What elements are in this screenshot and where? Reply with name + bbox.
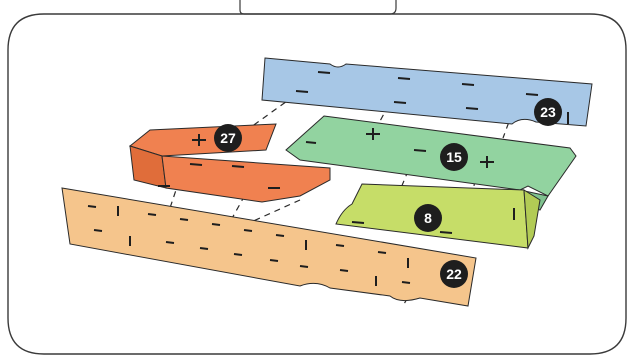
- badge-23: 23: [534, 98, 562, 126]
- badge-22: 22: [440, 260, 468, 288]
- frame-outline: [7, 13, 627, 355]
- badge-8: 8: [414, 204, 442, 232]
- badge-22-label: 22: [446, 266, 462, 282]
- part-22-tan-panel: [61, 187, 477, 307]
- badge-8-label: 8: [424, 210, 432, 226]
- badge-27-label: 27: [220, 130, 236, 146]
- badge-15: 15: [440, 143, 468, 171]
- frame-border: [239, 0, 397, 15]
- part-23-blue-panel: [261, 57, 593, 127]
- badge-15-label: 15: [446, 149, 462, 165]
- badge-27: 27: [214, 124, 242, 152]
- badge-23-label: 23: [540, 104, 556, 120]
